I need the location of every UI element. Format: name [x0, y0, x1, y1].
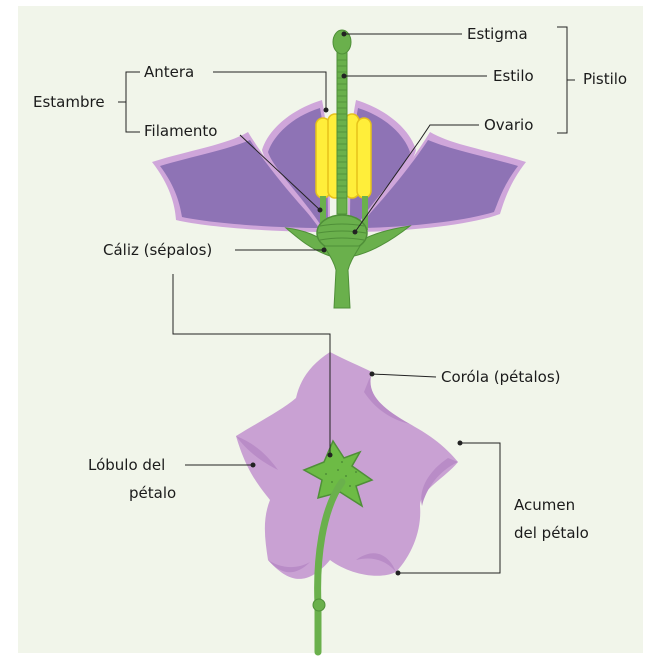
bracket-pistilo — [557, 27, 567, 133]
label-caliz: Cáliz (sépalos) — [103, 241, 212, 259]
flower-top-view — [236, 352, 458, 652]
label-pistilo: Pistilo — [583, 70, 627, 88]
stem-top — [324, 246, 360, 308]
stem-node — [313, 599, 325, 611]
label-acumen-line2: del pétalo — [514, 524, 589, 542]
label-estigma: Estigma — [467, 25, 528, 43]
label-estambre: Estambre — [33, 93, 105, 111]
label-filamento: Filamento — [144, 122, 217, 140]
label-estilo: Estilo — [493, 67, 534, 85]
leader-corola — [372, 374, 436, 377]
style — [337, 48, 347, 214]
label-acumen-line1: Acumen — [514, 496, 575, 514]
flower-cross-section — [152, 30, 526, 308]
bracket-estambre — [126, 72, 140, 132]
anther-4 — [357, 118, 371, 198]
label-corola: Coróla (pétalos) — [441, 368, 560, 386]
label-lobulo-line2: pétalo — [129, 484, 176, 502]
label-antera: Antera — [144, 63, 194, 81]
leader-antera — [213, 72, 326, 110]
label-lobulo-line1: Lóbulo del — [88, 456, 165, 474]
label-ovario: Ovario — [484, 116, 533, 134]
